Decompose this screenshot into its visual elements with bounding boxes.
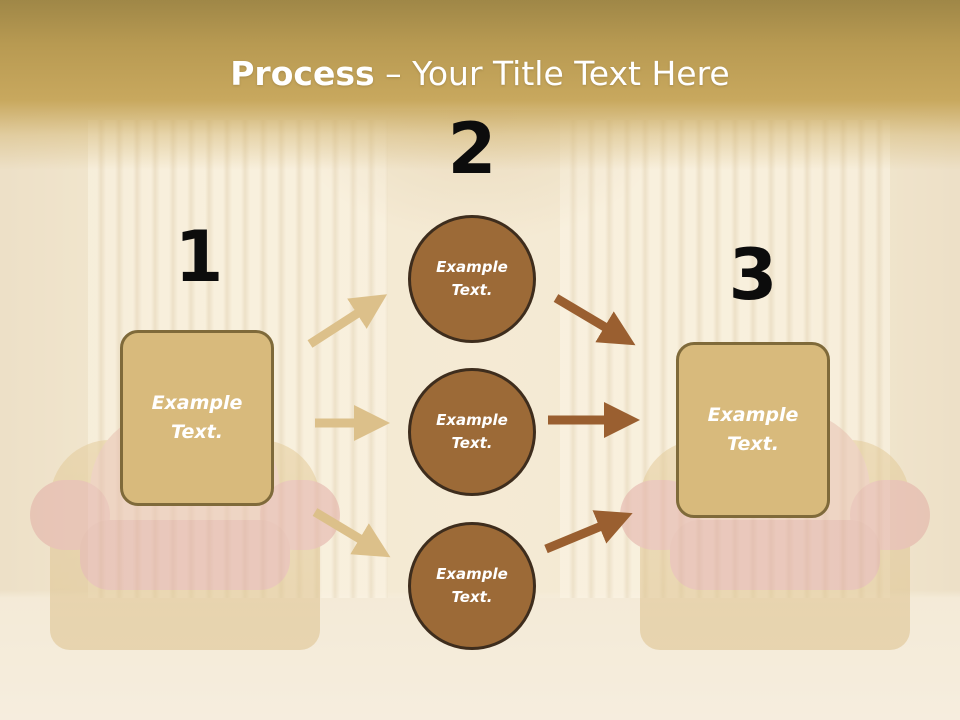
process-circle-top-text: Example Text. [436,258,508,299]
arrow-right-dark-icon [544,510,633,554]
slide-title: Process – Your Title Text Here [0,52,960,96]
process-circle-bottom: Example Text. [408,522,536,650]
process-circle-middle: Example Text. [408,368,536,496]
arrow-right-dark-icon [553,294,636,346]
step-number-1: 1 [174,216,224,298]
slide-title-bold: Process [230,54,375,93]
step-number-3: 3 [728,234,778,316]
process-box-start-text: Example Text. [151,392,243,443]
process-circle-bottom-text: Example Text. [436,565,508,606]
title-band [0,0,960,170]
process-box-end-text: Example Text. [707,404,799,455]
arrow-right-light-icon [312,508,391,558]
process-box-end: Example Text. [676,342,830,518]
step-number-2: 2 [447,108,497,190]
process-circle-top: Example Text. [408,215,536,343]
arrow-right-light-icon [307,294,388,348]
slide-title-rest: – Your Title Text Here [374,54,730,93]
process-box-start: Example Text. [120,330,274,506]
process-circle-middle-text: Example Text. [436,411,508,452]
